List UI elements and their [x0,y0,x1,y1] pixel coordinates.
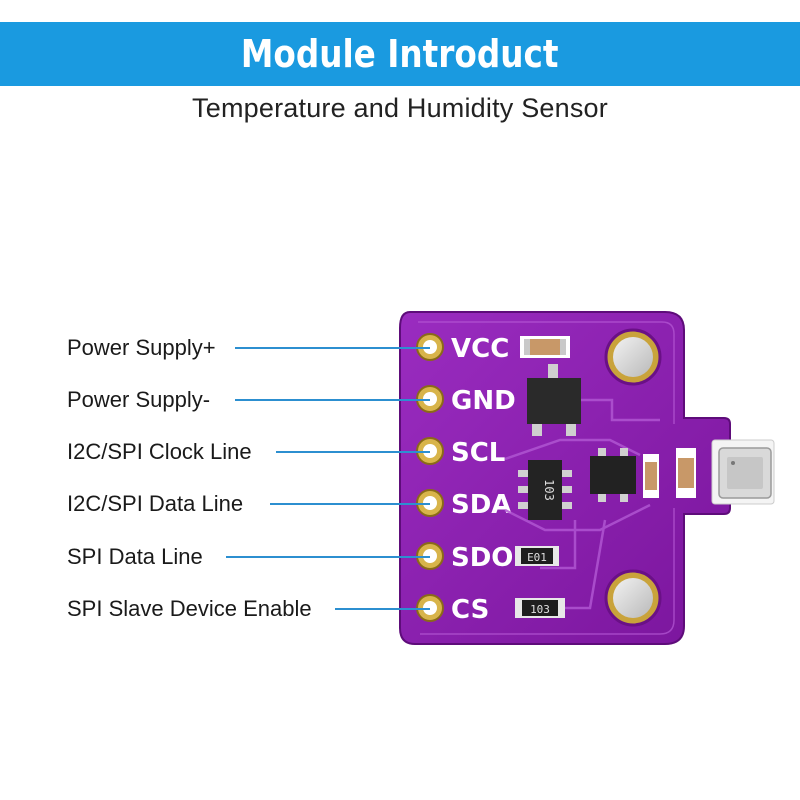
leader-line-gnd [235,399,430,401]
pin-label-sda: I2C/SPI Data Line [67,491,244,516]
ic-marking: 103 [542,479,556,501]
silk-sdo: SDO [451,543,513,573]
pin-label-scl: I2C/SPI Clock Line [67,439,252,464]
silk-vcc: VCC [451,334,509,364]
pin-pads [416,333,444,622]
pin-label-gnd: Power Supply- [67,387,211,412]
resistor-103: 103 [515,598,565,618]
voltage-regulator [527,364,581,436]
leader-line-sda [270,503,430,505]
title-banner: Module Introduct [0,22,800,86]
leader-line-sdo [226,556,430,558]
pcb-traces [504,398,660,610]
leader-line-vcc [235,347,430,349]
silk-cs: CS [451,595,489,625]
leader-line-cs [335,608,430,610]
pin-label-sdo: SPI Data Line [67,544,203,569]
resistor-e01: E01 [515,546,559,566]
resistor-103-marking: 103 [530,603,550,616]
pcb-board [399,311,731,645]
page-subtitle: Temperature and Humidity Sensor [192,93,608,123]
leader-line-scl [276,451,430,453]
pcb-edge-trace [418,321,675,635]
transistor-chip [590,448,636,502]
pin-label-cs: SPI Slave Device Enable [67,596,312,621]
silk-sda: SDA [451,490,511,520]
silk-gnd: GND [451,386,516,416]
ic-chip: 103 [518,460,572,520]
page-title: Module Introduct [241,32,559,76]
silk-scl: SCL [451,438,505,468]
resistor-e01-marking: E01 [527,551,547,564]
pin-label-vcc: Power Supply+ [67,335,216,360]
